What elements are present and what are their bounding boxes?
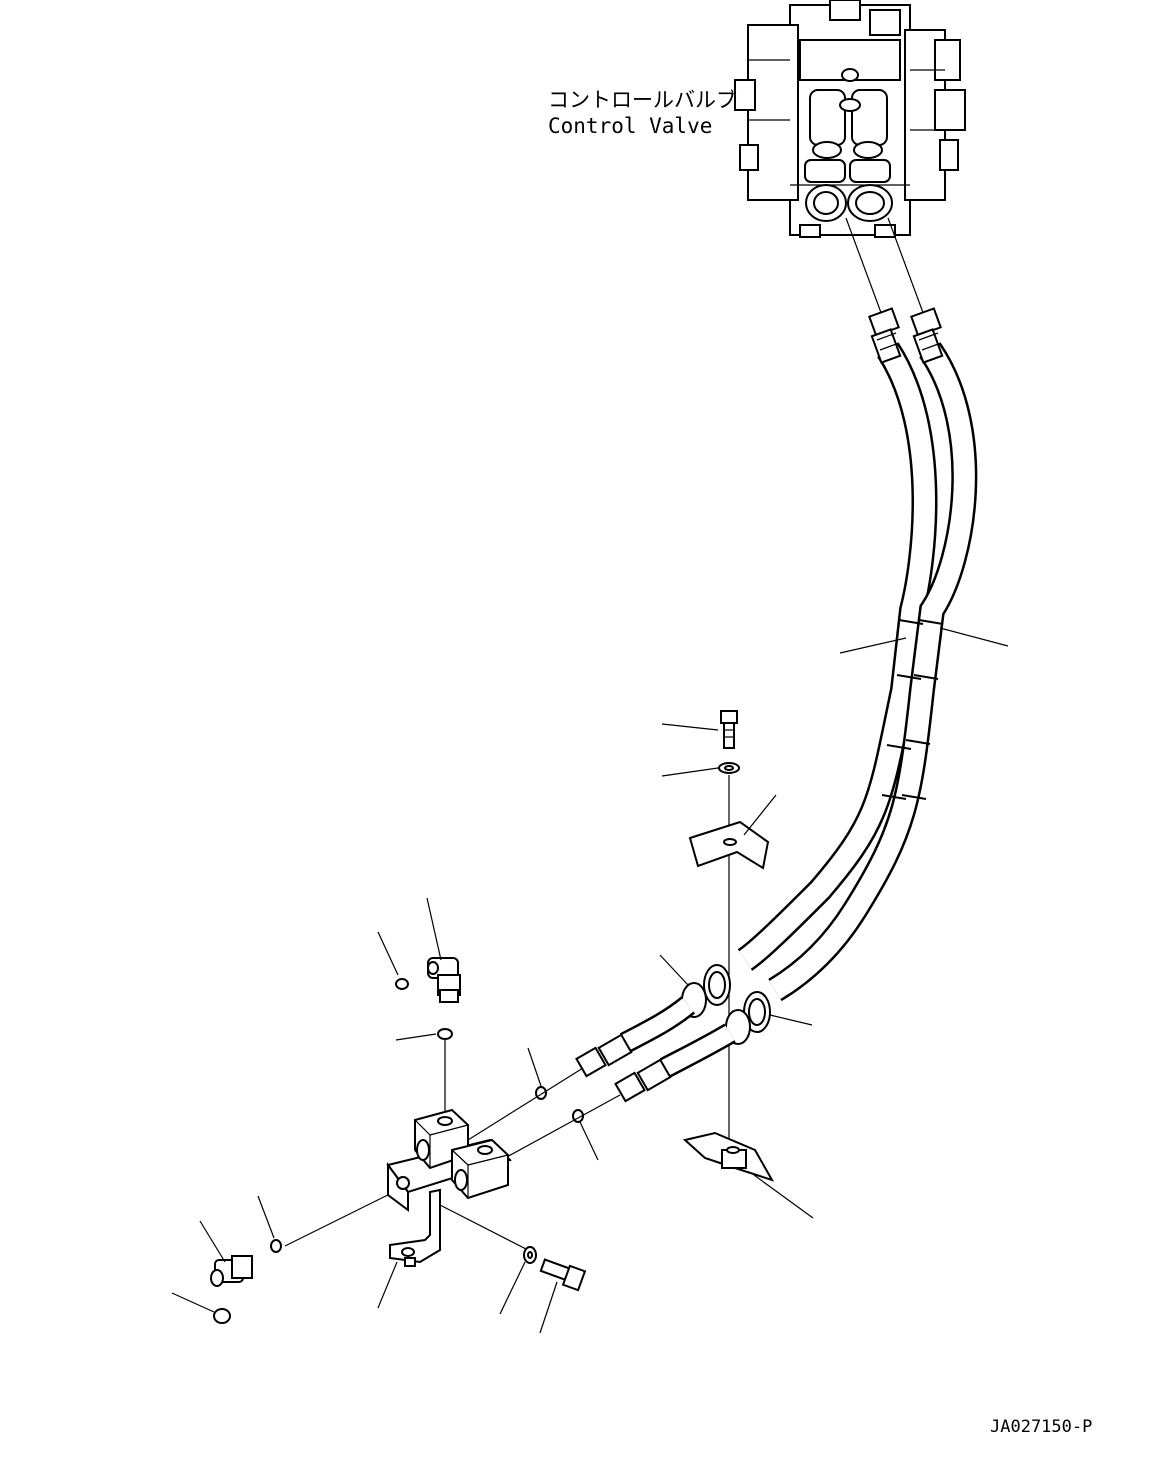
valve-label-japanese: コントロールバルブ — [548, 88, 737, 112]
clamp-bottom — [682, 1131, 775, 1182]
drawing-code: JA027150-P — [990, 1417, 1092, 1437]
leader-line — [199, 1220, 226, 1263]
clamp-top — [688, 820, 770, 870]
washer-top — [718, 762, 740, 774]
control-valve — [734, 0, 966, 238]
leader-line — [661, 767, 719, 777]
o-ring — [213, 1308, 231, 1324]
leader-line — [539, 1281, 558, 1334]
leader-line — [659, 954, 689, 986]
o-ring — [535, 1086, 547, 1100]
hose-right — [768, 342, 978, 1002]
leader-line — [579, 1121, 599, 1161]
washer-bottom — [523, 1246, 537, 1264]
hose-fitting-lower-left — [575, 1033, 633, 1078]
leader-line — [426, 897, 442, 961]
o-ring — [437, 1028, 453, 1040]
o-ring — [270, 1239, 282, 1253]
hose-lower-left — [619, 996, 696, 1053]
leader-line — [753, 1174, 814, 1219]
o-ring — [395, 978, 409, 990]
leader-line — [661, 723, 719, 731]
hose-fitting-top-left — [868, 307, 902, 364]
leader-line — [395, 1033, 437, 1041]
leader-line — [257, 1195, 275, 1239]
guide-line — [467, 1067, 584, 1141]
leader-line — [769, 1014, 813, 1026]
leader-line — [527, 1047, 542, 1087]
elbow-fitting-bottom — [210, 1255, 253, 1287]
valve-block-bracket — [386, 1108, 512, 1267]
valve-label-english: Control Valve — [548, 114, 712, 138]
guide-line — [887, 217, 926, 319]
hose-sleeves — [881, 619, 944, 800]
leader-line — [171, 1292, 215, 1313]
leader-line — [743, 794, 777, 836]
guide-line — [504, 1094, 621, 1159]
bolt-bottom — [539, 1258, 587, 1292]
hose-lower-right — [659, 1023, 736, 1078]
leader-line — [377, 1261, 398, 1309]
leader-line — [499, 1261, 526, 1315]
guide-line — [439, 1204, 529, 1251]
leader-line — [377, 931, 399, 976]
leader-line — [839, 637, 907, 654]
hose-left — [737, 342, 938, 971]
hose-collars — [681, 964, 771, 1045]
leader-line — [939, 627, 1009, 647]
hose-fitting-lower-right — [614, 1058, 672, 1103]
guide-line — [845, 217, 884, 319]
clamp-bolt-top — [720, 710, 738, 749]
hose-fitting-top-right — [910, 307, 944, 364]
elbow-fitting-top — [427, 957, 461, 1003]
